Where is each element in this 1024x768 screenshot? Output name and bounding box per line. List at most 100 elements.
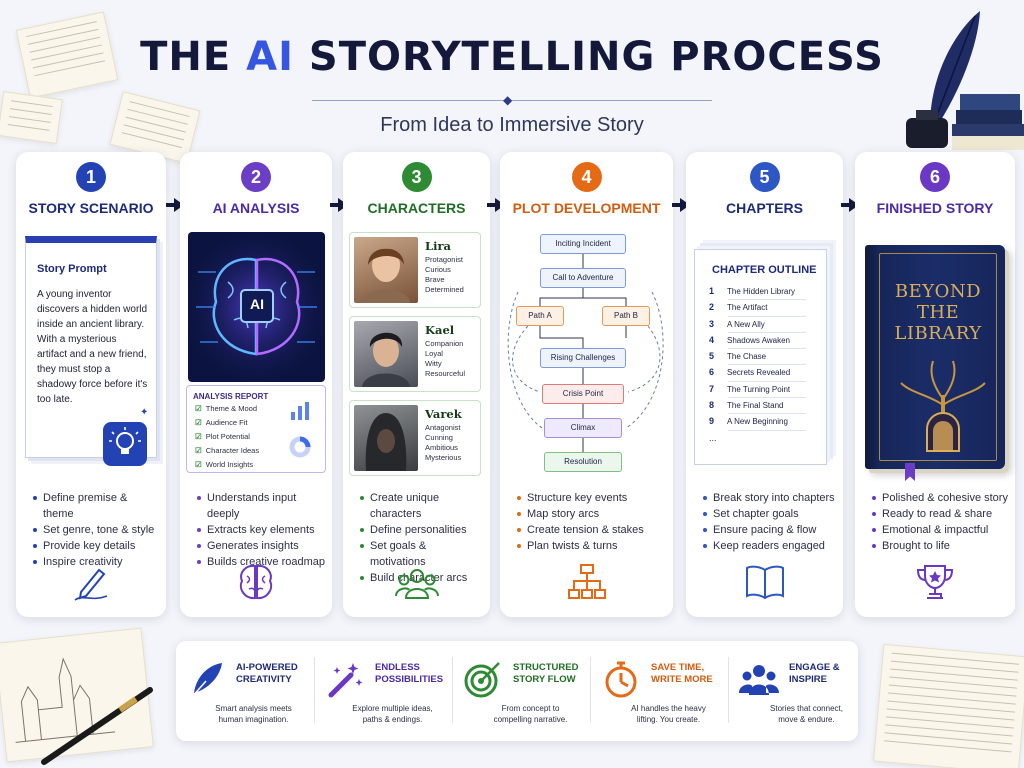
- benefit-item: ENDLESS POSSIBILITIES Explore multiple i…: [315, 641, 452, 741]
- prompt-text: A young inventor discovers a hidden worl…: [37, 289, 148, 405]
- audience-icon: [739, 665, 779, 695]
- lightbulb-icon: [103, 422, 147, 466]
- pie-chart-icon: [289, 436, 311, 458]
- check-icon: ☑: [195, 404, 202, 413]
- bullet-item: Set genre, tone & style: [32, 522, 160, 538]
- finished-book-image: BEYOND THE LIBRARY: [865, 245, 1005, 481]
- plot-node: Inciting Incident: [540, 234, 626, 254]
- pen-decoration: [41, 687, 153, 765]
- benefit-text: Stories that connect, move & endure.: [770, 704, 843, 724]
- step-title: AI ANALYSIS: [212, 200, 300, 216]
- bullet-item: Structure key events: [516, 490, 667, 506]
- plot-flow-connectors: [507, 254, 664, 452]
- step-bullets: Break story into chapters Set chapter go…: [702, 490, 837, 554]
- benefit-item: SAVE TIME, WRITE MORE AI handles the hea…: [591, 641, 728, 741]
- bullet-item: Ready to read & share: [871, 506, 1009, 522]
- step-number: 6: [920, 162, 950, 192]
- plot-node: Climax: [544, 418, 622, 438]
- step-bullets: Define premise & theme Set genre, tone &…: [32, 490, 160, 570]
- benefit-item: ENGAGE & INSPIRE Stories that connect, m…: [729, 641, 866, 741]
- trophy-icon: [916, 565, 954, 599]
- quill-icon: [191, 663, 222, 698]
- plot-node: Path A: [516, 306, 564, 326]
- open-book-icon: [745, 565, 784, 600]
- story-prompt-card: Story Prompt A young inventor discovers …: [25, 236, 157, 458]
- bullet-item: Extracts key elements: [196, 522, 326, 538]
- character-name: Kael: [425, 323, 455, 337]
- step-title: CHARACTERS: [367, 200, 466, 216]
- divider: [314, 657, 315, 723]
- diamond-icon: ◆: [503, 93, 513, 107]
- plot-node: Call to Adventure: [540, 268, 626, 288]
- benefit-title: STRUCTURED STORY FLOW: [513, 662, 579, 685]
- benefit-text: AI handles the heavy lifting. You create…: [631, 704, 706, 724]
- paper-sheet-decoration: [873, 643, 1024, 768]
- step-bullets: Understands input deeply Extracts key el…: [196, 490, 326, 570]
- step-title: FINISHED STORY: [876, 200, 994, 216]
- step-bullets: Create unique characters Define personal…: [359, 490, 484, 586]
- step-number: 4: [571, 162, 602, 192]
- stopwatch-icon: [605, 661, 637, 698]
- step-card-plot-development: 4 PLOT DEVELOPMENT Inciting Incident Cal…: [500, 152, 673, 617]
- divider: [452, 657, 453, 723]
- step-title: PLOT DEVELOPMENT: [512, 200, 661, 216]
- benefit-item: AI-POWERED CREATIVITY Smart analysis mee…: [176, 641, 313, 741]
- bar-chart-icon: [291, 402, 309, 420]
- bullet-item: Builds creative roadmap: [196, 554, 326, 570]
- plot-node: Rising Challenges: [540, 348, 626, 368]
- character-name: Lira: [425, 239, 451, 253]
- quill-inkwell-decoration: [906, 11, 1024, 150]
- bullet-item: Set chapter goals: [702, 506, 837, 522]
- plot-node: Path B: [602, 306, 650, 326]
- bullet-item: Keep readers engaged: [702, 538, 837, 554]
- step-bullets: Polished & cohesive story Ready to read …: [871, 490, 1009, 554]
- divider: [728, 657, 729, 723]
- book-title: BEYOND THE LIBRARY: [894, 281, 982, 344]
- step-number: 2: [241, 162, 271, 192]
- benefit-title: SAVE TIME, WRITE MORE: [651, 662, 713, 685]
- arrow-icon: [166, 198, 184, 212]
- bullet-item: Plan twists & turns: [516, 538, 667, 554]
- outline-more: ...: [709, 432, 717, 443]
- arrow-icon: [672, 198, 690, 212]
- benefits-bar: AI-POWERED CREATIVITY Smart analysis mee…: [176, 641, 858, 741]
- bullet-item: Map story arcs: [516, 506, 667, 522]
- bullet-item: Understands input deeply: [196, 490, 326, 522]
- title-divider: [312, 100, 712, 101]
- target-icon: [464, 662, 500, 698]
- group-icon: [394, 569, 439, 599]
- bullet-item: Provide key details: [32, 538, 160, 554]
- ai-chip-label: AI: [250, 296, 264, 312]
- bullet-item: Create tension & stakes: [516, 522, 667, 538]
- bullet-item: Set goals & motivations: [359, 538, 484, 570]
- check-icon: ☑: [195, 460, 202, 469]
- step-card-ai-analysis: 2 AI ANALYSIS AI ANALYSIS REPORT ☑Theme …: [180, 152, 332, 617]
- plot-node: Crisis Point: [542, 384, 624, 404]
- bullet-item: Inspire creativity: [32, 554, 160, 570]
- report-item: ☑Audience Fit: [195, 418, 248, 427]
- report-item: ☑World Insights: [195, 460, 254, 469]
- character-portrait: [354, 237, 418, 303]
- character-portrait: [354, 321, 418, 387]
- benefit-text: From concept to compelling narrative.: [493, 704, 568, 724]
- bullet-item: Brought to life: [871, 538, 1009, 554]
- bookmark-ribbon: [905, 463, 915, 481]
- bullet-item: Polished & cohesive story: [871, 490, 1009, 506]
